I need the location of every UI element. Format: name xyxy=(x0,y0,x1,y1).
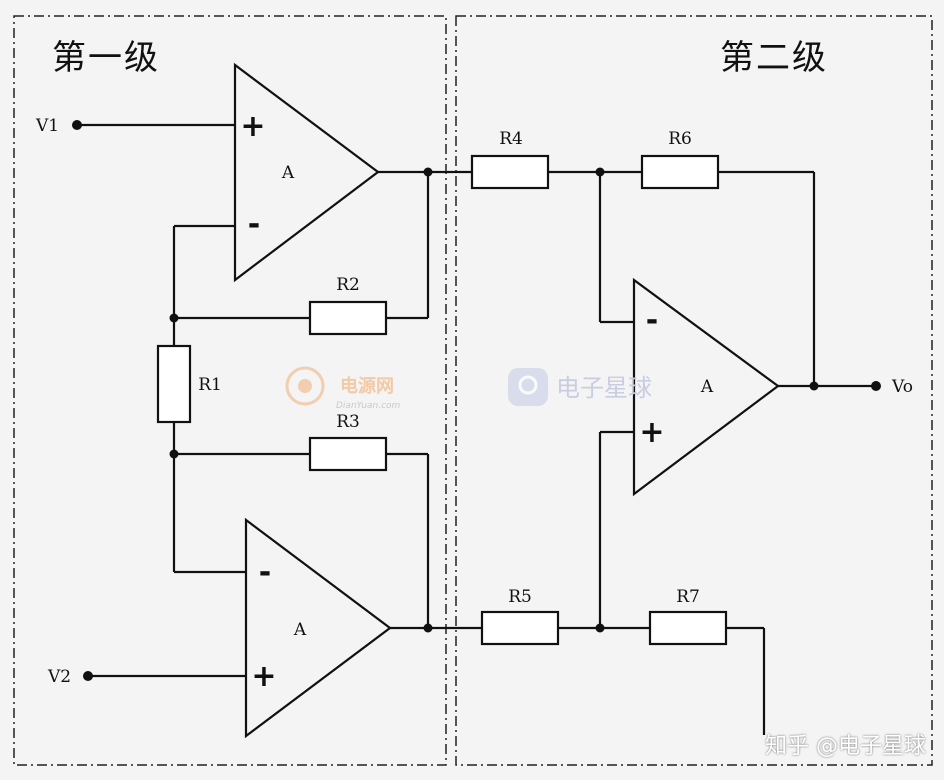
star-watermark-logo xyxy=(508,368,548,406)
label-r3: R3 xyxy=(336,412,360,432)
first-stage-boundary xyxy=(13,15,447,766)
label-r2: R2 xyxy=(336,275,360,295)
junction-dot xyxy=(595,167,605,177)
resistor-r4 xyxy=(470,154,550,190)
resistor-r2 xyxy=(308,300,388,336)
opamp-second-minus: - xyxy=(646,303,658,338)
label-r1: R1 xyxy=(198,375,222,395)
opamp-top-minus: - xyxy=(248,207,260,242)
junction-dot xyxy=(423,623,433,633)
star-watermark-text: 电子星球 xyxy=(556,374,652,402)
label-r5: R5 xyxy=(508,587,532,607)
second-stage-boundary xyxy=(455,15,933,766)
label-vo: Vo xyxy=(891,377,913,397)
v2-terminal xyxy=(83,671,93,681)
opamp-bottom-label: A xyxy=(293,620,307,640)
junction-dot xyxy=(595,623,605,633)
dianyuan-watermark-url: DianYuan.com xyxy=(336,401,401,411)
resistor-r7 xyxy=(648,610,728,646)
junction-dot xyxy=(169,449,179,459)
resistor-r5 xyxy=(480,610,560,646)
opamp-top-symbol xyxy=(233,62,380,283)
junction-dot xyxy=(169,313,179,323)
zhihu-watermark: 知乎 @电子星球 xyxy=(765,734,926,759)
v1-terminal xyxy=(72,120,82,130)
junction-dot xyxy=(423,167,433,177)
label-v2: V2 xyxy=(47,667,71,687)
junction-dot xyxy=(809,381,819,391)
opamp-bottom-minus: - xyxy=(259,555,271,590)
opamp-second-symbol xyxy=(632,277,780,497)
label-r4: R4 xyxy=(499,129,523,149)
opamp-bottom-plus: + xyxy=(251,659,276,694)
opamp-top-label: A xyxy=(281,163,295,183)
opamp-second-plus: + xyxy=(639,415,664,450)
label-v1: V1 xyxy=(35,116,59,136)
first-stage-title: 第一级 xyxy=(52,38,160,78)
label-r6: R6 xyxy=(668,129,692,149)
resistor-r6 xyxy=(640,154,720,190)
dianyuan-watermark-logo xyxy=(285,366,325,406)
opamp-bottom-symbol xyxy=(244,517,392,739)
vo-terminal xyxy=(871,381,881,391)
resistor-r1 xyxy=(156,344,192,424)
label-r7: R7 xyxy=(676,587,700,607)
resistor-r3 xyxy=(308,436,388,472)
opamp-second-label: A xyxy=(700,377,714,397)
dianyuan-watermark-text: 电源网 xyxy=(340,375,394,397)
second-stage-title: 第二级 xyxy=(720,38,828,78)
opamp-top-plus: + xyxy=(240,109,265,144)
